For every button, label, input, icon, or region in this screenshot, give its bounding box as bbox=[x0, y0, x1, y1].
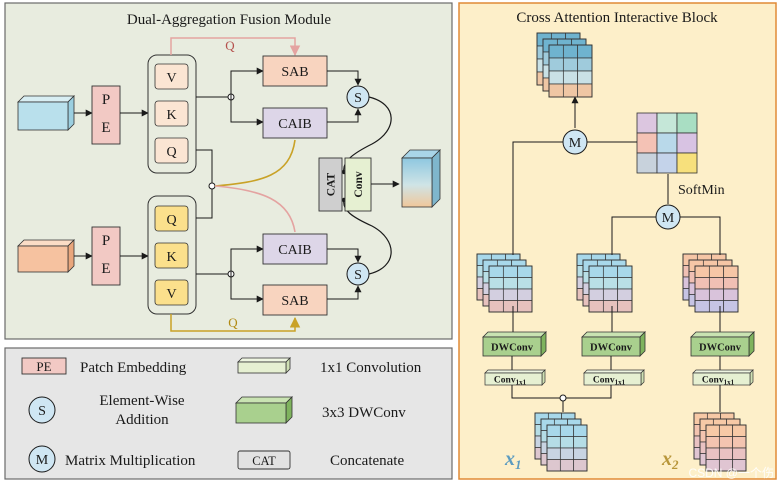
svg-text:Conv1x1: Conv1x1 bbox=[494, 376, 527, 387]
right-panel-title: Cross Attention Interactive Block bbox=[516, 10, 718, 26]
input-tensor-top bbox=[17, 95, 75, 131]
conv1x1-left: Conv1x1 bbox=[484, 369, 546, 387]
svg-text:M: M bbox=[569, 136, 582, 151]
legend-panel bbox=[4, 347, 453, 480]
legend-pe-text: Patch Embedding bbox=[80, 360, 187, 376]
svg-text:M: M bbox=[662, 211, 675, 226]
legend-mat-text: Matrix Multiplication bbox=[65, 453, 196, 469]
svg-text:CAT: CAT bbox=[326, 172, 338, 196]
svg-text:V: V bbox=[166, 287, 176, 302]
svg-text:S: S bbox=[38, 404, 46, 419]
legend-sum-circle bbox=[28, 396, 56, 424]
k-box-bottom bbox=[154, 242, 189, 269]
q-bottom-to-junction bbox=[196, 186, 213, 219]
v-box-bottom bbox=[154, 279, 189, 306]
svg-text:K: K bbox=[166, 108, 176, 123]
svg-text:DWConv: DWConv bbox=[699, 343, 742, 354]
qkv-group-bottom bbox=[147, 195, 197, 315]
svg-text:V: V bbox=[166, 71, 176, 86]
v-box-top bbox=[154, 63, 189, 90]
pe-block-bottom: P E bbox=[91, 226, 121, 286]
legend-conv1x1-swatch bbox=[237, 357, 291, 374]
dwconv-middle: DWConv bbox=[581, 331, 646, 357]
sab-bottom bbox=[262, 284, 328, 316]
svg-text:S: S bbox=[354, 91, 362, 106]
svg-text:M: M bbox=[36, 453, 49, 468]
svg-text:DWConv: DWConv bbox=[590, 343, 633, 354]
svg-text:K: K bbox=[166, 250, 176, 265]
legend-dwconv-text: 3x3 DWConv bbox=[322, 405, 406, 421]
dwconv-right: DWConv bbox=[690, 331, 755, 357]
vkq-group-top bbox=[147, 54, 197, 174]
output-tensor bbox=[401, 149, 441, 208]
svg-text:PE: PE bbox=[36, 359, 51, 374]
legend-pe-swatch bbox=[21, 357, 67, 375]
legend-sum-text-2: Addition bbox=[115, 412, 169, 428]
svg-text:P: P bbox=[102, 233, 110, 249]
dwconv-left: DWConv bbox=[482, 331, 547, 357]
gold-curve-to-caib-top bbox=[214, 139, 296, 187]
svg-text:Q: Q bbox=[166, 213, 176, 228]
q-top-to-junction bbox=[196, 149, 213, 186]
feature-stack-right bbox=[682, 253, 739, 313]
feature-stack-x2 bbox=[693, 412, 747, 472]
svg-text:CAT: CAT bbox=[252, 454, 276, 468]
feature-stack-middle bbox=[576, 253, 633, 313]
svg-text:P: P bbox=[102, 92, 110, 108]
feature-stack-x1 bbox=[534, 412, 588, 472]
svg-text:DWConv: DWConv bbox=[491, 343, 534, 354]
left-panel-title: Dual-Aggregation Fusion Module bbox=[127, 12, 331, 28]
output-feature-stack bbox=[536, 32, 593, 98]
conv1x1-right: Conv1x1 bbox=[692, 369, 754, 387]
attention-matrix bbox=[636, 112, 698, 174]
svg-text:E: E bbox=[101, 120, 110, 136]
svg-text:Q: Q bbox=[166, 145, 176, 160]
q-path-top bbox=[170, 37, 301, 57]
q-label-top: Q bbox=[225, 38, 235, 53]
legend-conv1x1-text: 1x1 Convolution bbox=[320, 360, 422, 376]
svg-text:Conv: Conv bbox=[353, 171, 365, 197]
cat-block bbox=[318, 157, 343, 212]
q-box-top bbox=[154, 137, 189, 164]
svg-text:E: E bbox=[101, 261, 110, 277]
x1-label: x1 bbox=[504, 448, 522, 472]
legend-cat-text: Concatenate bbox=[330, 453, 404, 469]
svg-text:SAB: SAB bbox=[281, 294, 308, 309]
svg-text:SAB: SAB bbox=[281, 65, 308, 80]
pe-block-top: P E bbox=[91, 85, 121, 145]
q-path-bottom bbox=[170, 314, 301, 332]
svg-text:CAIB: CAIB bbox=[278, 117, 311, 132]
caib-bottom bbox=[262, 233, 328, 265]
left-panel bbox=[4, 2, 453, 340]
svg-text:Conv1x1: Conv1x1 bbox=[702, 376, 735, 387]
softmin-label: SoftMin bbox=[678, 183, 725, 198]
legend-mat-circle bbox=[28, 445, 56, 473]
legend-dwconv-swatch bbox=[235, 396, 293, 424]
sab-top bbox=[262, 55, 328, 87]
caib-top bbox=[262, 107, 328, 139]
q-box-bottom bbox=[154, 205, 189, 232]
right-panel bbox=[458, 2, 777, 480]
legend-sum-text-1: Element-Wise bbox=[99, 393, 185, 409]
q-label-bottom: Q bbox=[228, 315, 238, 330]
conv-block bbox=[344, 157, 372, 212]
pink-curve-to-caib-bottom bbox=[214, 185, 296, 233]
svg-text:CAIB: CAIB bbox=[278, 243, 311, 258]
svg-text:S: S bbox=[354, 268, 362, 283]
feature-stack-left bbox=[476, 253, 533, 313]
k-box-top bbox=[154, 100, 189, 127]
x2-label: x2 bbox=[661, 448, 679, 472]
watermark: CSDN @一个伤 bbox=[688, 466, 774, 480]
input-tensor-bottom bbox=[17, 239, 75, 273]
svg-text:Conv1x1: Conv1x1 bbox=[593, 376, 626, 387]
legend-cat-swatch bbox=[237, 450, 291, 470]
conv1x1-middle: Conv1x1 bbox=[583, 369, 645, 387]
